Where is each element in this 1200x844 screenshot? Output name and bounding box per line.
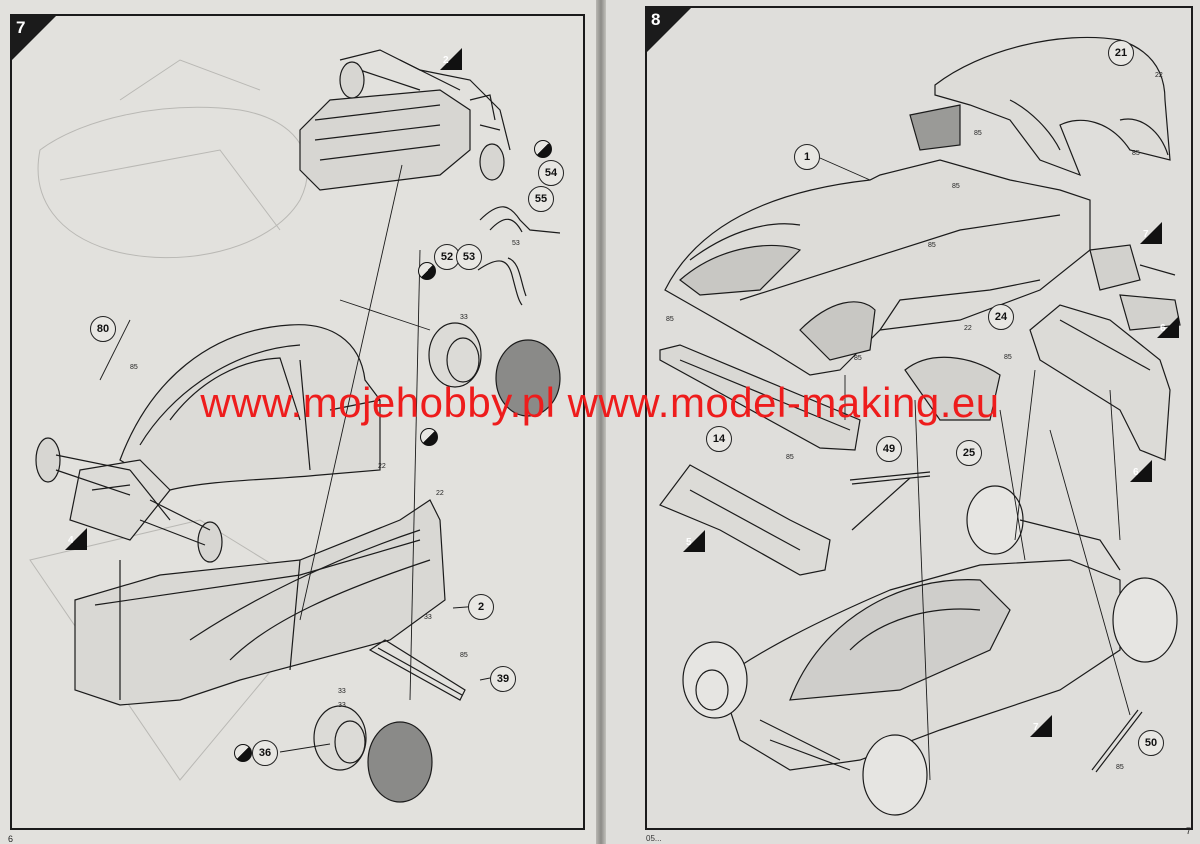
watermark-text: www.mojehobby.pl www.model-making.eu [200, 379, 1000, 426]
part-39-bar [368, 639, 466, 701]
ref-number: 33 [460, 314, 468, 321]
ref-number: 33 [338, 702, 346, 709]
ref-number: 85 [928, 242, 936, 249]
callout-80: 80 [90, 316, 116, 342]
page-number-left: 6 [8, 834, 14, 844]
kit-code: 05... [646, 834, 662, 843]
ref-number: 85 [974, 130, 982, 137]
leader-lines-left [99, 164, 491, 753]
wing-5 [659, 464, 831, 576]
callout-52: 52 [434, 244, 460, 270]
callout-21: 21 [1108, 40, 1134, 66]
callout-50: 50 [1138, 730, 1164, 756]
ref-number: 85 [1116, 764, 1124, 771]
step-badge-left [12, 16, 56, 60]
step-number-right: 8 [651, 10, 661, 29]
left-step-frame [10, 14, 585, 830]
leader-lines-right [819, 157, 1131, 781]
engine-cover [909, 36, 1171, 177]
floor-pan [74, 499, 446, 706]
part-24-25 [904, 356, 1001, 421]
paint-swatch-icon [418, 262, 436, 280]
rod-49 [849, 471, 931, 485]
rear-wing-14 [659, 344, 861, 451]
ref-number: 53 [512, 240, 520, 247]
rod-50 [1091, 709, 1143, 773]
callout-24: 24 [988, 304, 1014, 330]
right-step-frame [645, 6, 1193, 830]
ref-number: 85 [786, 454, 794, 461]
ref-number: 33 [338, 688, 346, 695]
ref-number: 85 [460, 652, 468, 659]
ref-number: 85 [666, 316, 674, 323]
callout-39: 39 [490, 666, 516, 692]
callout-55: 55 [528, 186, 554, 212]
engine-assembly [299, 49, 511, 191]
ref-number: 85 [952, 183, 960, 190]
callout-53: 53 [456, 244, 482, 270]
callout-14: 14 [706, 426, 732, 452]
ref-number: 85 [130, 364, 138, 371]
ref-number: 85 [1004, 354, 1012, 361]
callout-1: 1 [794, 144, 820, 170]
front-suspension [35, 437, 223, 563]
step-badge-right [647, 8, 691, 52]
callout-2: 2 [468, 594, 494, 620]
ref-number: 22 [378, 463, 386, 470]
callout-49: 49 [876, 436, 902, 462]
ref-number: 85 [854, 355, 862, 362]
page-fold [596, 0, 606, 844]
ref-number: 33 [424, 614, 432, 621]
paint-swatch-icon [534, 140, 552, 158]
completed-car [682, 485, 1178, 816]
callout-36: 36 [252, 740, 278, 766]
paint-swatch-icon [234, 744, 252, 762]
monocoque [69, 324, 381, 541]
page-number-right: 7 [1186, 826, 1192, 836]
left-wheels [313, 322, 561, 803]
callout-25: 25 [956, 440, 982, 466]
callout-54: 54 [538, 160, 564, 186]
ref-number: 22 [1155, 72, 1163, 79]
ref-number: 22 [436, 490, 444, 497]
rod-49-b [851, 477, 911, 531]
paint-swatch-icon [420, 428, 438, 446]
ref-number: 85 [1132, 150, 1140, 157]
body-shell [664, 159, 1091, 376]
exhaust-parts [477, 206, 561, 306]
wing-6 [1029, 304, 1171, 461]
step-number-left: 7 [16, 18, 26, 37]
ref-number: 22 [964, 325, 972, 332]
